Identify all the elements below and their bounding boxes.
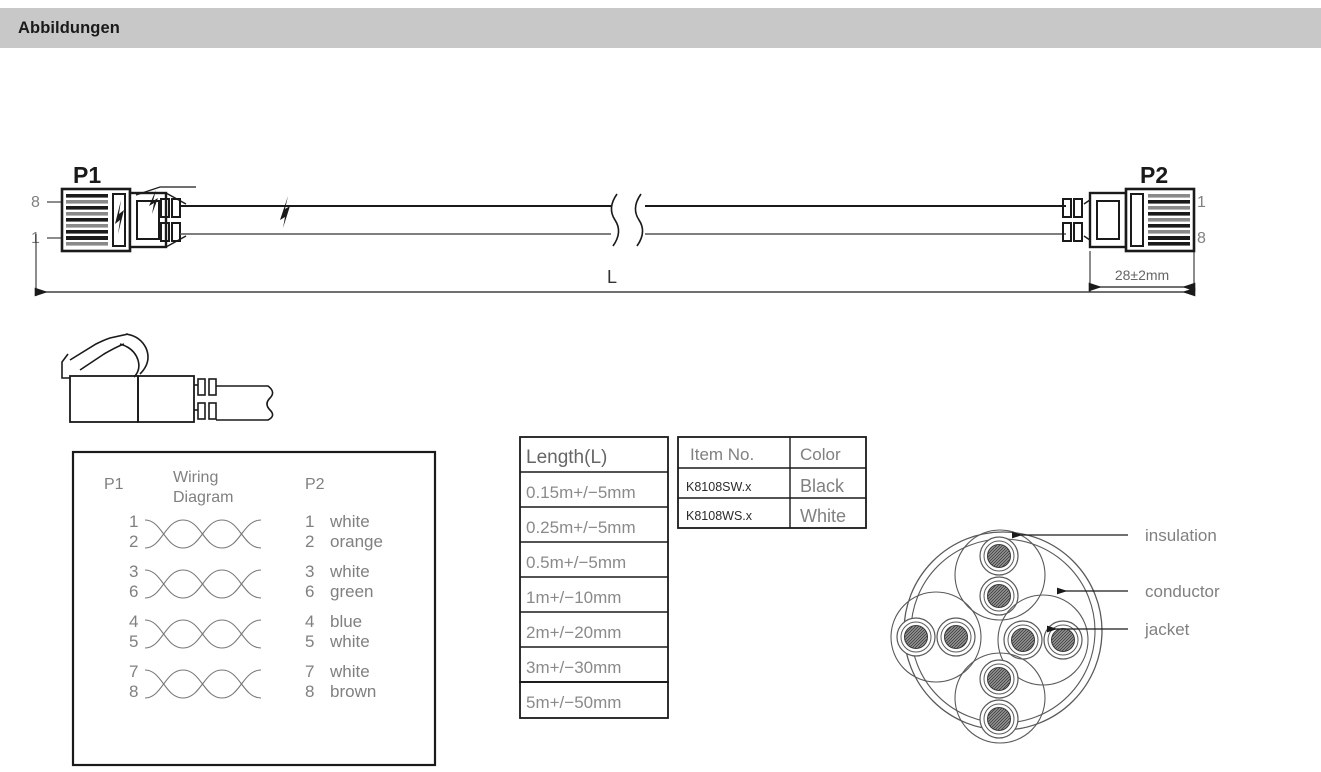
pair-p1-bottom: 2: [129, 532, 138, 551]
wiring-pair-row: 4 5 4 5 blue white: [129, 612, 370, 651]
wiring-title-line1: Wiring: [173, 469, 218, 486]
pair-p2-bottom: 8: [305, 682, 314, 701]
pair-p2-bottom: 2: [305, 532, 314, 551]
length-dimension-label: L: [607, 267, 617, 287]
cable-break-symbol: [610, 193, 644, 247]
pair-p2-bottom: 5: [305, 632, 314, 651]
page-title: Abbildungen: [18, 18, 120, 37]
connector-p2-label-group: P2: [1140, 162, 1168, 188]
item-table-cell-color: White: [800, 506, 846, 526]
twisted-pair-group: [954, 652, 1046, 744]
p2-contact-pins: [1148, 194, 1190, 246]
item-table-cell-color: Black: [800, 476, 845, 496]
wiring-p1-header: P1: [104, 476, 124, 493]
length-table: Length(L) 0.15m+/−5mm 0.25m+/−5mm 0.5m+/…: [519, 436, 669, 719]
plug-side-view: [61, 333, 274, 423]
twisted-pair-group: [890, 591, 982, 683]
pair-color-bottom: green: [330, 582, 373, 601]
wiring-p2-header: P2: [305, 476, 325, 493]
twisted-pair-group: [954, 529, 1046, 621]
section-header-bar: Abbildungen: [0, 8, 1321, 48]
item-table-cell-itemno: K8108WS.x: [686, 509, 753, 523]
technical-drawing-canvas: P1 P2 8 1 1 8: [0, 48, 1321, 772]
pair-p1-top: 4: [129, 612, 138, 631]
pair-p1-bottom: 5: [129, 632, 138, 651]
wiring-title-line2: Diagram: [173, 489, 233, 506]
length-table-cell: 2m+/−20mm: [526, 623, 621, 642]
cable-type-marker: [280, 196, 290, 228]
length-table-cell: 1m+/−10mm: [526, 588, 621, 607]
callout-jacket: jacket: [1144, 620, 1190, 639]
pair-color-bottom: white: [329, 632, 370, 651]
length-table-cell: 3m+/−30mm: [526, 658, 621, 677]
cross-section-leaders: [1011, 531, 1128, 633]
plug-length-dimension: 28±2mm: [1088, 251, 1196, 292]
pair-p1-top: 1: [129, 512, 138, 531]
connector-p1-label: P1: [73, 162, 101, 188]
pair-p1-bottom: 6: [129, 582, 138, 601]
wiring-diagram-box: P1 Wiring Diagram P2 1 2 1 2 white orang…: [71, 450, 437, 767]
wiring-pair-row: 1 2 1 2 white orange: [129, 512, 383, 551]
pair-color-bottom: orange: [330, 532, 383, 551]
right-pin-top-label: 1: [1197, 194, 1206, 211]
pair-p2-top: 7: [305, 662, 314, 681]
p2-ribs: [1062, 198, 1083, 242]
pair-color-top: white: [329, 512, 370, 531]
rj45-connector-p2: [1062, 187, 1196, 253]
pair-color-bottom: brown: [330, 682, 376, 701]
length-table-cell: 5m+/−50mm: [526, 693, 621, 712]
pair-p1-top: 3: [129, 562, 138, 581]
length-table-cell: 0.5m+/−5mm: [526, 553, 626, 572]
rj45-connector-p1: [60, 186, 196, 253]
cable-cross-section: insulation conductor jacket: [890, 526, 1220, 744]
cable-body: [180, 193, 1066, 247]
pair-p2-top: 1: [305, 512, 314, 531]
pair-p1-top: 7: [129, 662, 138, 681]
pair-color-top: white: [329, 662, 370, 681]
left-pin-top-label: 8: [31, 194, 40, 211]
pair-p2-top: 4: [305, 612, 314, 631]
connector-p2-label: P2: [1140, 162, 1168, 188]
pair-color-top: blue: [330, 612, 362, 631]
wiring-pair-row: 7 8 7 8 white brown: [129, 662, 376, 701]
p1-ribs: [160, 198, 181, 242]
pair-p1-bottom: 8: [129, 682, 138, 701]
wiring-pair-row: 3 6 3 6 white green: [129, 562, 373, 601]
callout-insulation: insulation: [1145, 526, 1217, 545]
pair-color-top: white: [329, 562, 370, 581]
right-pin-bottom-label: 8: [1197, 230, 1206, 247]
pair-p2-bottom: 6: [305, 582, 314, 601]
item-table-header-item: Item No.: [690, 445, 754, 464]
length-table-cell: 0.25m+/−5mm: [526, 518, 636, 537]
item-table-header-color: Color: [800, 445, 841, 464]
length-table-header: Length(L): [526, 447, 607, 468]
connector-p1-label-group: P1: [73, 162, 101, 188]
pair-p2-top: 3: [305, 562, 314, 581]
p1-contact-pins: [66, 194, 108, 246]
total-length-dimension: L: [34, 234, 1196, 297]
plug-dimension-label: 28±2mm: [1115, 267, 1169, 283]
callout-conductor: conductor: [1145, 582, 1220, 601]
length-table-cell: 0.15m+/−5mm: [526, 483, 636, 502]
item-number-table: Item No. Color K8108SW.x Black K8108WS.x…: [677, 436, 867, 529]
item-table-cell-itemno: K8108SW.x: [686, 480, 752, 494]
